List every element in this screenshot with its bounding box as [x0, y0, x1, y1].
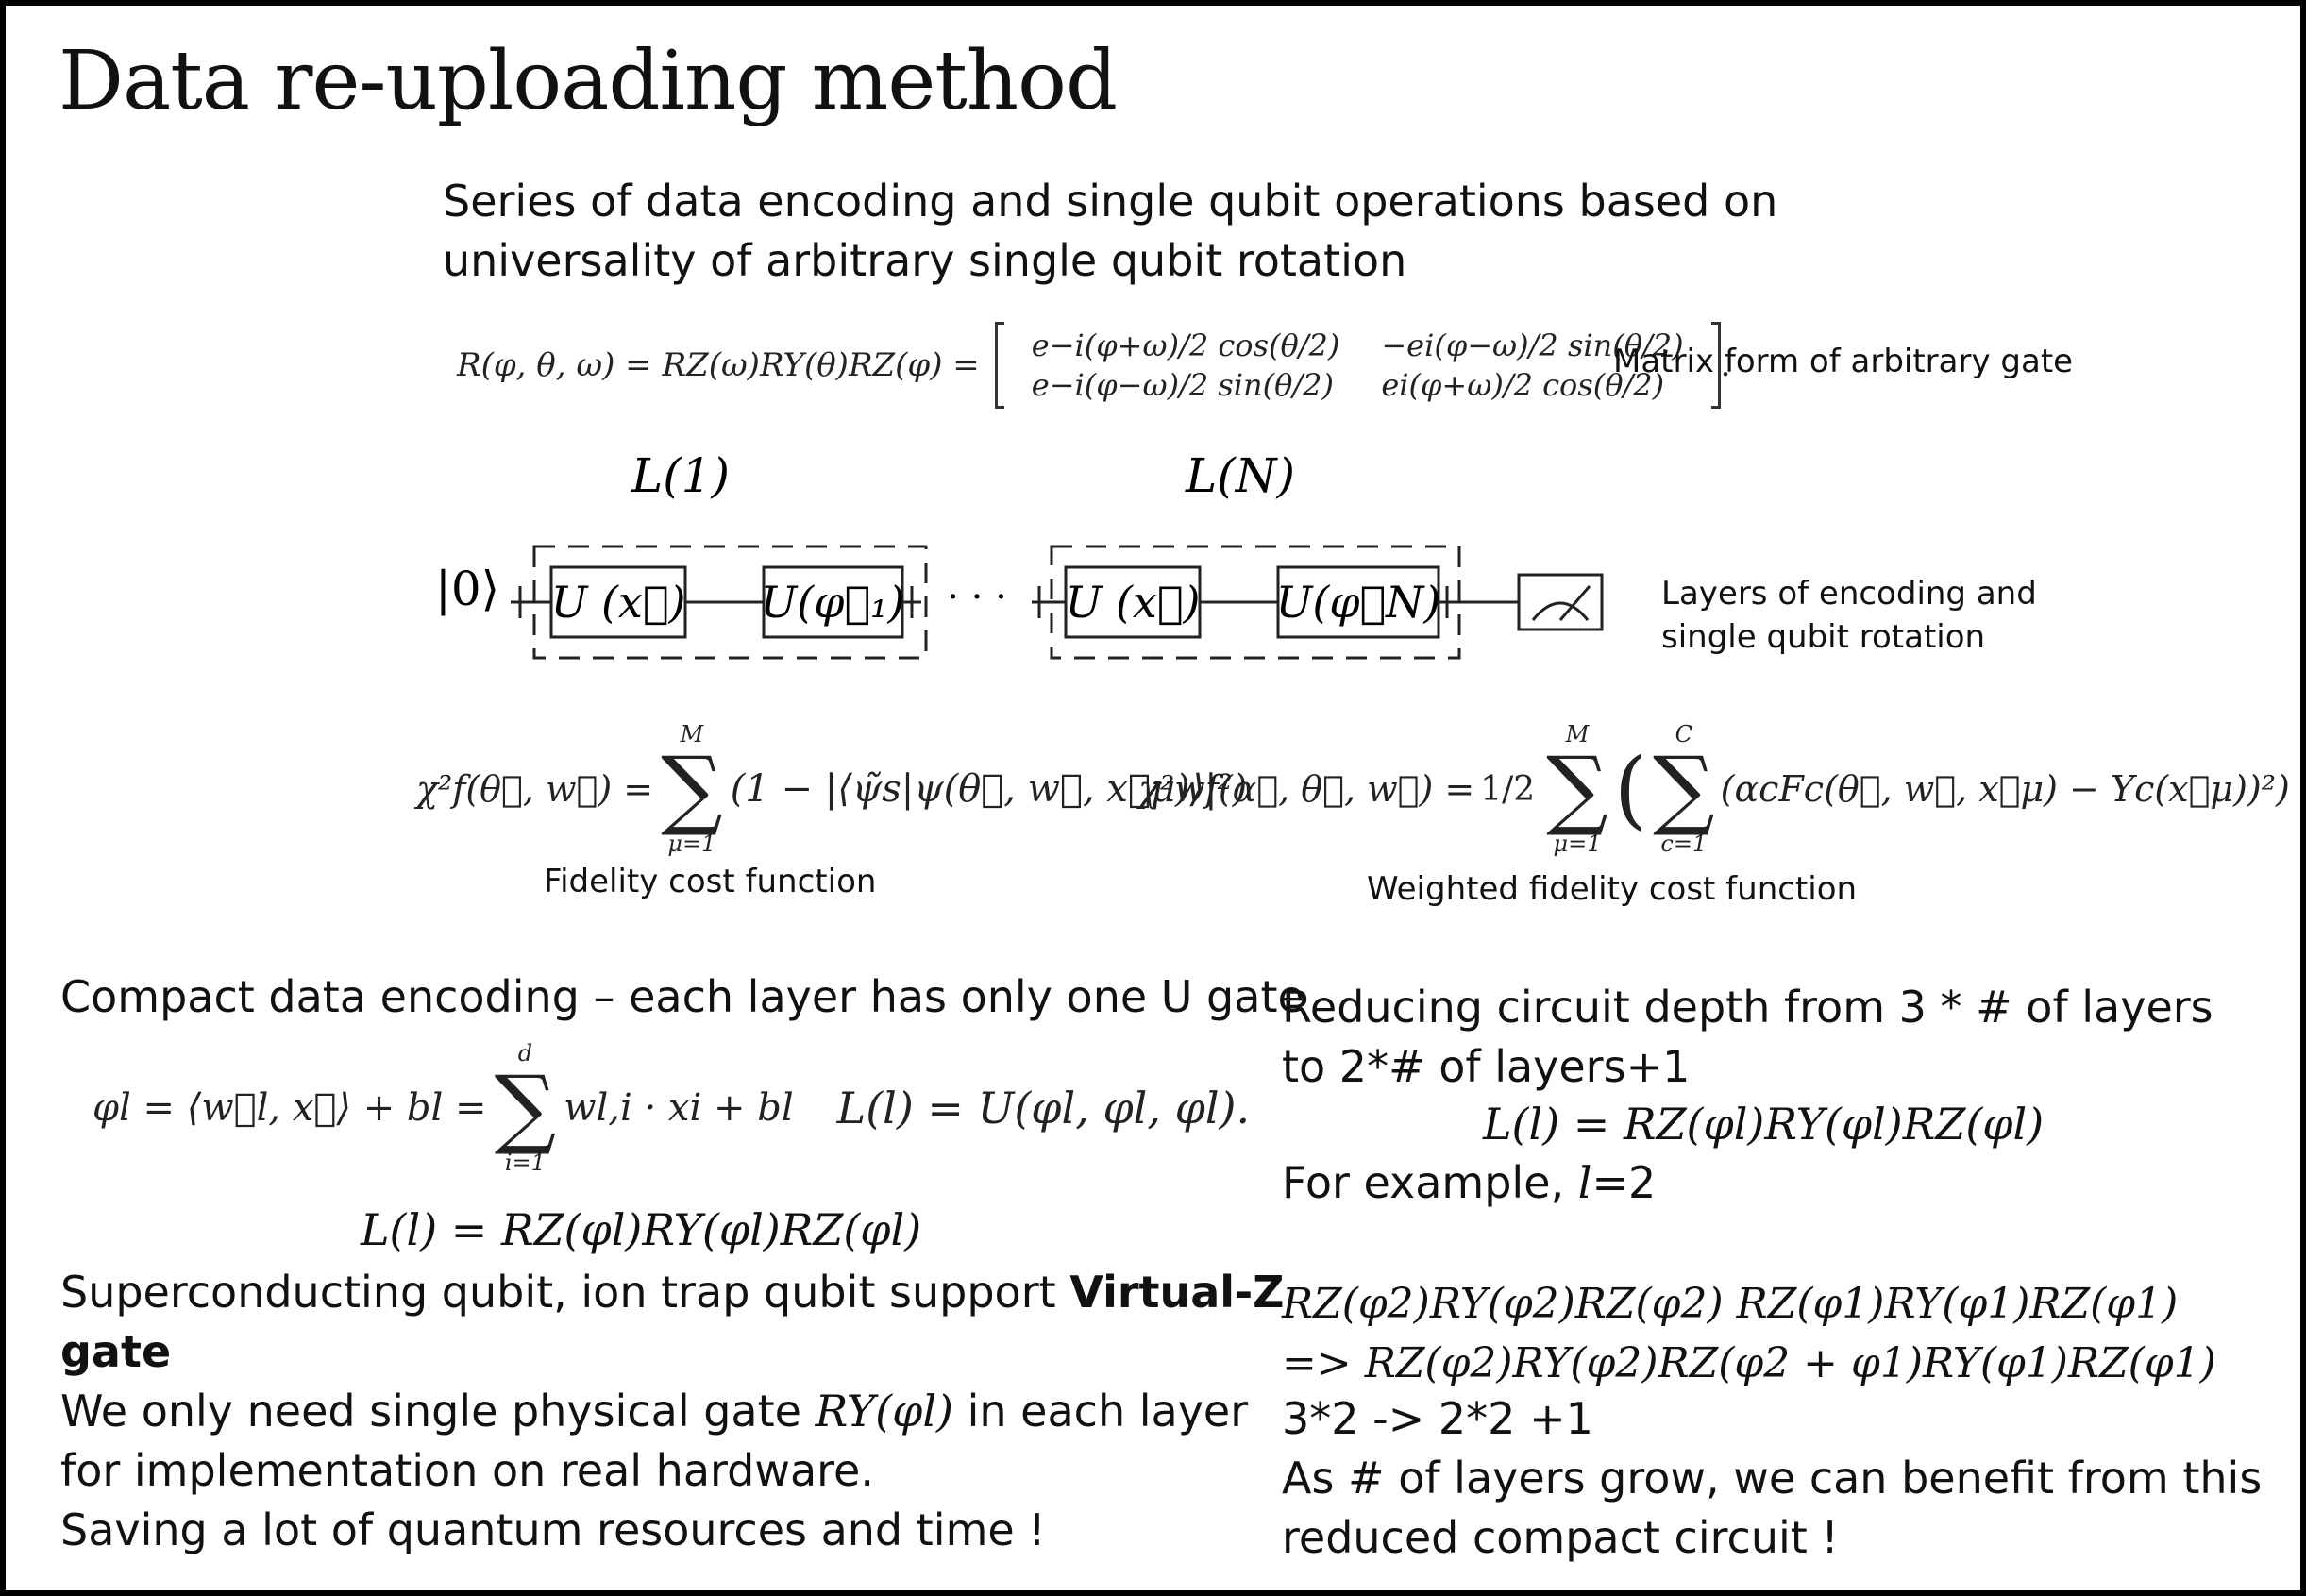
left-line-3: We only need single physical gate RY(φl)… — [60, 1382, 1285, 1441]
big-paren-icon: ( — [1613, 739, 1647, 839]
left-line-3-text: We only need single physical gate — [60, 1386, 816, 1436]
layer-label-last: L(N) — [1185, 448, 1295, 503]
left-line-1-text: Superconducting qubit, ion trap qubit su… — [60, 1267, 1070, 1318]
intro-line-1: Series of data encoding and single qubit… — [443, 176, 1778, 227]
layer-label-first: L(1) — [631, 448, 730, 503]
sum-icon: ∑ — [661, 738, 723, 839]
right-expansions: RZ(φ2)RY(φ2)RZ(φ2) RZ(φ1)RY(φ1)RZ(φ1) =>… — [1282, 1274, 2216, 1393]
sum-icon: ∑ — [1652, 738, 1715, 839]
circuit-diagram: L(1) L(N) |0⟩ U (x⃗) U(φ⃗₁) — [435, 448, 1604, 660]
weighted-outer-lower: μ=1 — [1553, 831, 1602, 857]
fidelity-equation: χ²f(θ⃗, w⃗) = M ∑ μ=1 (1 − |⟨ψ̃s|ψ(θ⃗, w… — [416, 723, 1247, 855]
left-line-4: for implementation on real hardware. — [60, 1445, 874, 1496]
circuit-caption-line-1: Layers of encoding and — [1661, 575, 2037, 613]
right-closing-2: reduced compact circuit ! — [1282, 1512, 1839, 1563]
matrix-trailing-dot: . — [1720, 346, 1731, 384]
left-line-3-suffix: in each layer — [952, 1386, 1249, 1436]
right-line-1: Reducing circuit depth from 3 * # of lay… — [1282, 982, 2213, 1033]
weighted-inner-lower: c=1 — [1660, 831, 1708, 857]
fidelity-caption: Fidelity cost function — [544, 863, 877, 900]
left-line-2: gate — [60, 1326, 172, 1377]
phi-sum-lower: i=1 — [504, 1150, 546, 1176]
matrix-cell-11: e−i(φ+ω)/2 cos(θ/2) — [1031, 328, 1340, 363]
phi-sum-upper: d — [517, 1040, 533, 1067]
fidelity-sum: M ∑ μ=1 — [661, 723, 723, 855]
circuit-wires — [511, 586, 1519, 618]
weighted-outer-upper: M — [1565, 721, 1590, 748]
gate-phi-1: U(φ⃗₁) — [761, 577, 905, 628]
sum-icon: ∑ — [1546, 738, 1608, 839]
gate-boxes — [549, 565, 1604, 639]
phi-sum: d ∑ i=1 — [495, 1042, 557, 1174]
matrix-cell-21: e−i(φ−ω)/2 sin(θ/2) — [1031, 367, 1335, 403]
weighted-inner-upper: C — [1675, 721, 1692, 748]
fidelity-sum-lower: μ=1 — [667, 831, 716, 857]
phi-equation: φl = ⟨w⃗l, x⃗⟩ + bl = d ∑ i=1 wl,i · xi … — [93, 1042, 1250, 1174]
measurement-icon — [1531, 585, 1591, 621]
weighted-inner-sum: C ∑ c=1 — [1653, 723, 1715, 855]
fidelity-rhs: (1 − |⟨ψ̃s|ψ(θ⃗, w⃗, x⃗μ)⟩|²) — [730, 767, 1248, 811]
circuit-caption: Layers of encoding and single qubit rota… — [1661, 572, 2037, 659]
ket-zero: |0⟩ — [435, 562, 499, 616]
intro-text: Series of data encoding and single qubit… — [443, 172, 1777, 291]
matrix-cell-12: −ei(φ−ω)/2 sin(θ/2) — [1381, 328, 1684, 363]
phi-eq-rhs: wl,i · xi + bl — [564, 1086, 794, 1130]
right-line-2: to 2*# of layers+1 — [1282, 1041, 1691, 1092]
left-rz-equation: L(l) = RZ(φl)RY(φl)RZ(φl) — [361, 1204, 922, 1255]
layer-boxes — [532, 545, 1461, 660]
expansion-line-2: => RZ(φ2)RY(φ2)RZ(φ2 + φ1)RY(φ1)RZ(φ1) — [1282, 1339, 2216, 1387]
weighted-caption: Weighted fidelity cost function — [1367, 870, 1858, 908]
gate-u-last: U (x⃗) — [1066, 577, 1201, 628]
gate-phi-n: U(φ⃗N) — [1276, 577, 1441, 628]
right-closing: 3*2 -> 2*2 +1 As # of layers grow, we ca… — [1282, 1389, 2262, 1568]
example-text: For example, — [1282, 1157, 1578, 1208]
fidelity-lhs: χ²f(θ⃗, w⃗) = — [416, 768, 654, 810]
right-closing-1: As # of layers grow, we can benefit from… — [1282, 1453, 2263, 1504]
matrix-caption: Matrix form of arbitrary gate — [1613, 343, 2074, 380]
weighted-half: 1/2 — [1480, 769, 1536, 809]
ry-gate-math: RY(φl) — [815, 1386, 953, 1436]
left-body: Superconducting qubit, ion trap qubit su… — [60, 1263, 1285, 1560]
matrix-equation: R(φ, θ, ω) = RZ(ω)RY(θ)RZ(φ) = e−i(φ+ω)/… — [457, 322, 1730, 409]
circuit-caption-line-2: single qubit rotation — [1661, 618, 1986, 656]
phi-eq-lhs: φl = ⟨w⃗l, x⃗⟩ + bl = — [93, 1086, 487, 1130]
example-math: l — [1577, 1157, 1592, 1208]
gate-u-first: U (x⃗) — [551, 577, 686, 628]
right-rz-equation: L(l) = RZ(φl)RY(φl)RZ(φl) — [1483, 1099, 2045, 1150]
virtual-z-label: Virtual-Z — [1069, 1267, 1285, 1318]
matrix-cell-22: ei(φ+ω)/2 cos(θ/2) — [1381, 367, 1665, 403]
right-intro: Reducing circuit depth from 3 * # of lay… — [1282, 978, 2213, 1097]
weighted-equation: χ²wf(α⃗, θ⃗, w⃗) = 1/2 M ∑ μ=1 ( C ∑ c=1… — [1138, 723, 2290, 855]
circuit-dots: · · · — [947, 576, 1007, 619]
sum-icon: ∑ — [494, 1057, 557, 1158]
fidelity-sum-upper: M — [680, 721, 704, 748]
weighted-lhs: χ²wf(α⃗, θ⃗, w⃗) = — [1138, 768, 1475, 810]
expansion-line-1: RZ(φ2)RY(φ2)RZ(φ2) RZ(φ1)RY(φ1)RZ(φ1) — [1282, 1280, 2179, 1328]
left-line-5: Saving a lot of quantum resources and ti… — [60, 1504, 1046, 1555]
right-example: For example, l=2 — [1282, 1153, 1656, 1213]
matrix-brackets: e−i(φ+ω)/2 cos(θ/2) −ei(φ−ω)/2 sin(θ/2) … — [994, 322, 1721, 409]
weighted-outer-sum: M ∑ μ=1 — [1546, 723, 1608, 855]
left-line-1: Superconducting qubit, ion trap qubit su… — [60, 1263, 1285, 1322]
example-suffix: =2 — [1591, 1157, 1657, 1208]
right-count: 3*2 -> 2*2 +1 — [1282, 1393, 1593, 1444]
layer-equation: L(l) = U(φl, φl, φl). — [836, 1083, 1251, 1134]
left-heading: Compact data encoding – each layer has o… — [60, 971, 1304, 1022]
weighted-rhs: (αcFc(θ⃗, w⃗, x⃗μ) − Yc(x⃗μ))²) — [1720, 768, 2290, 810]
intro-line-2: universality of arbitrary single qubit r… — [443, 235, 1407, 286]
slide-title: Data re-uploading method — [59, 34, 1118, 128]
matrix-lhs: R(φ, θ, ω) = RZ(ω)RY(θ)RZ(φ) = — [457, 346, 980, 384]
